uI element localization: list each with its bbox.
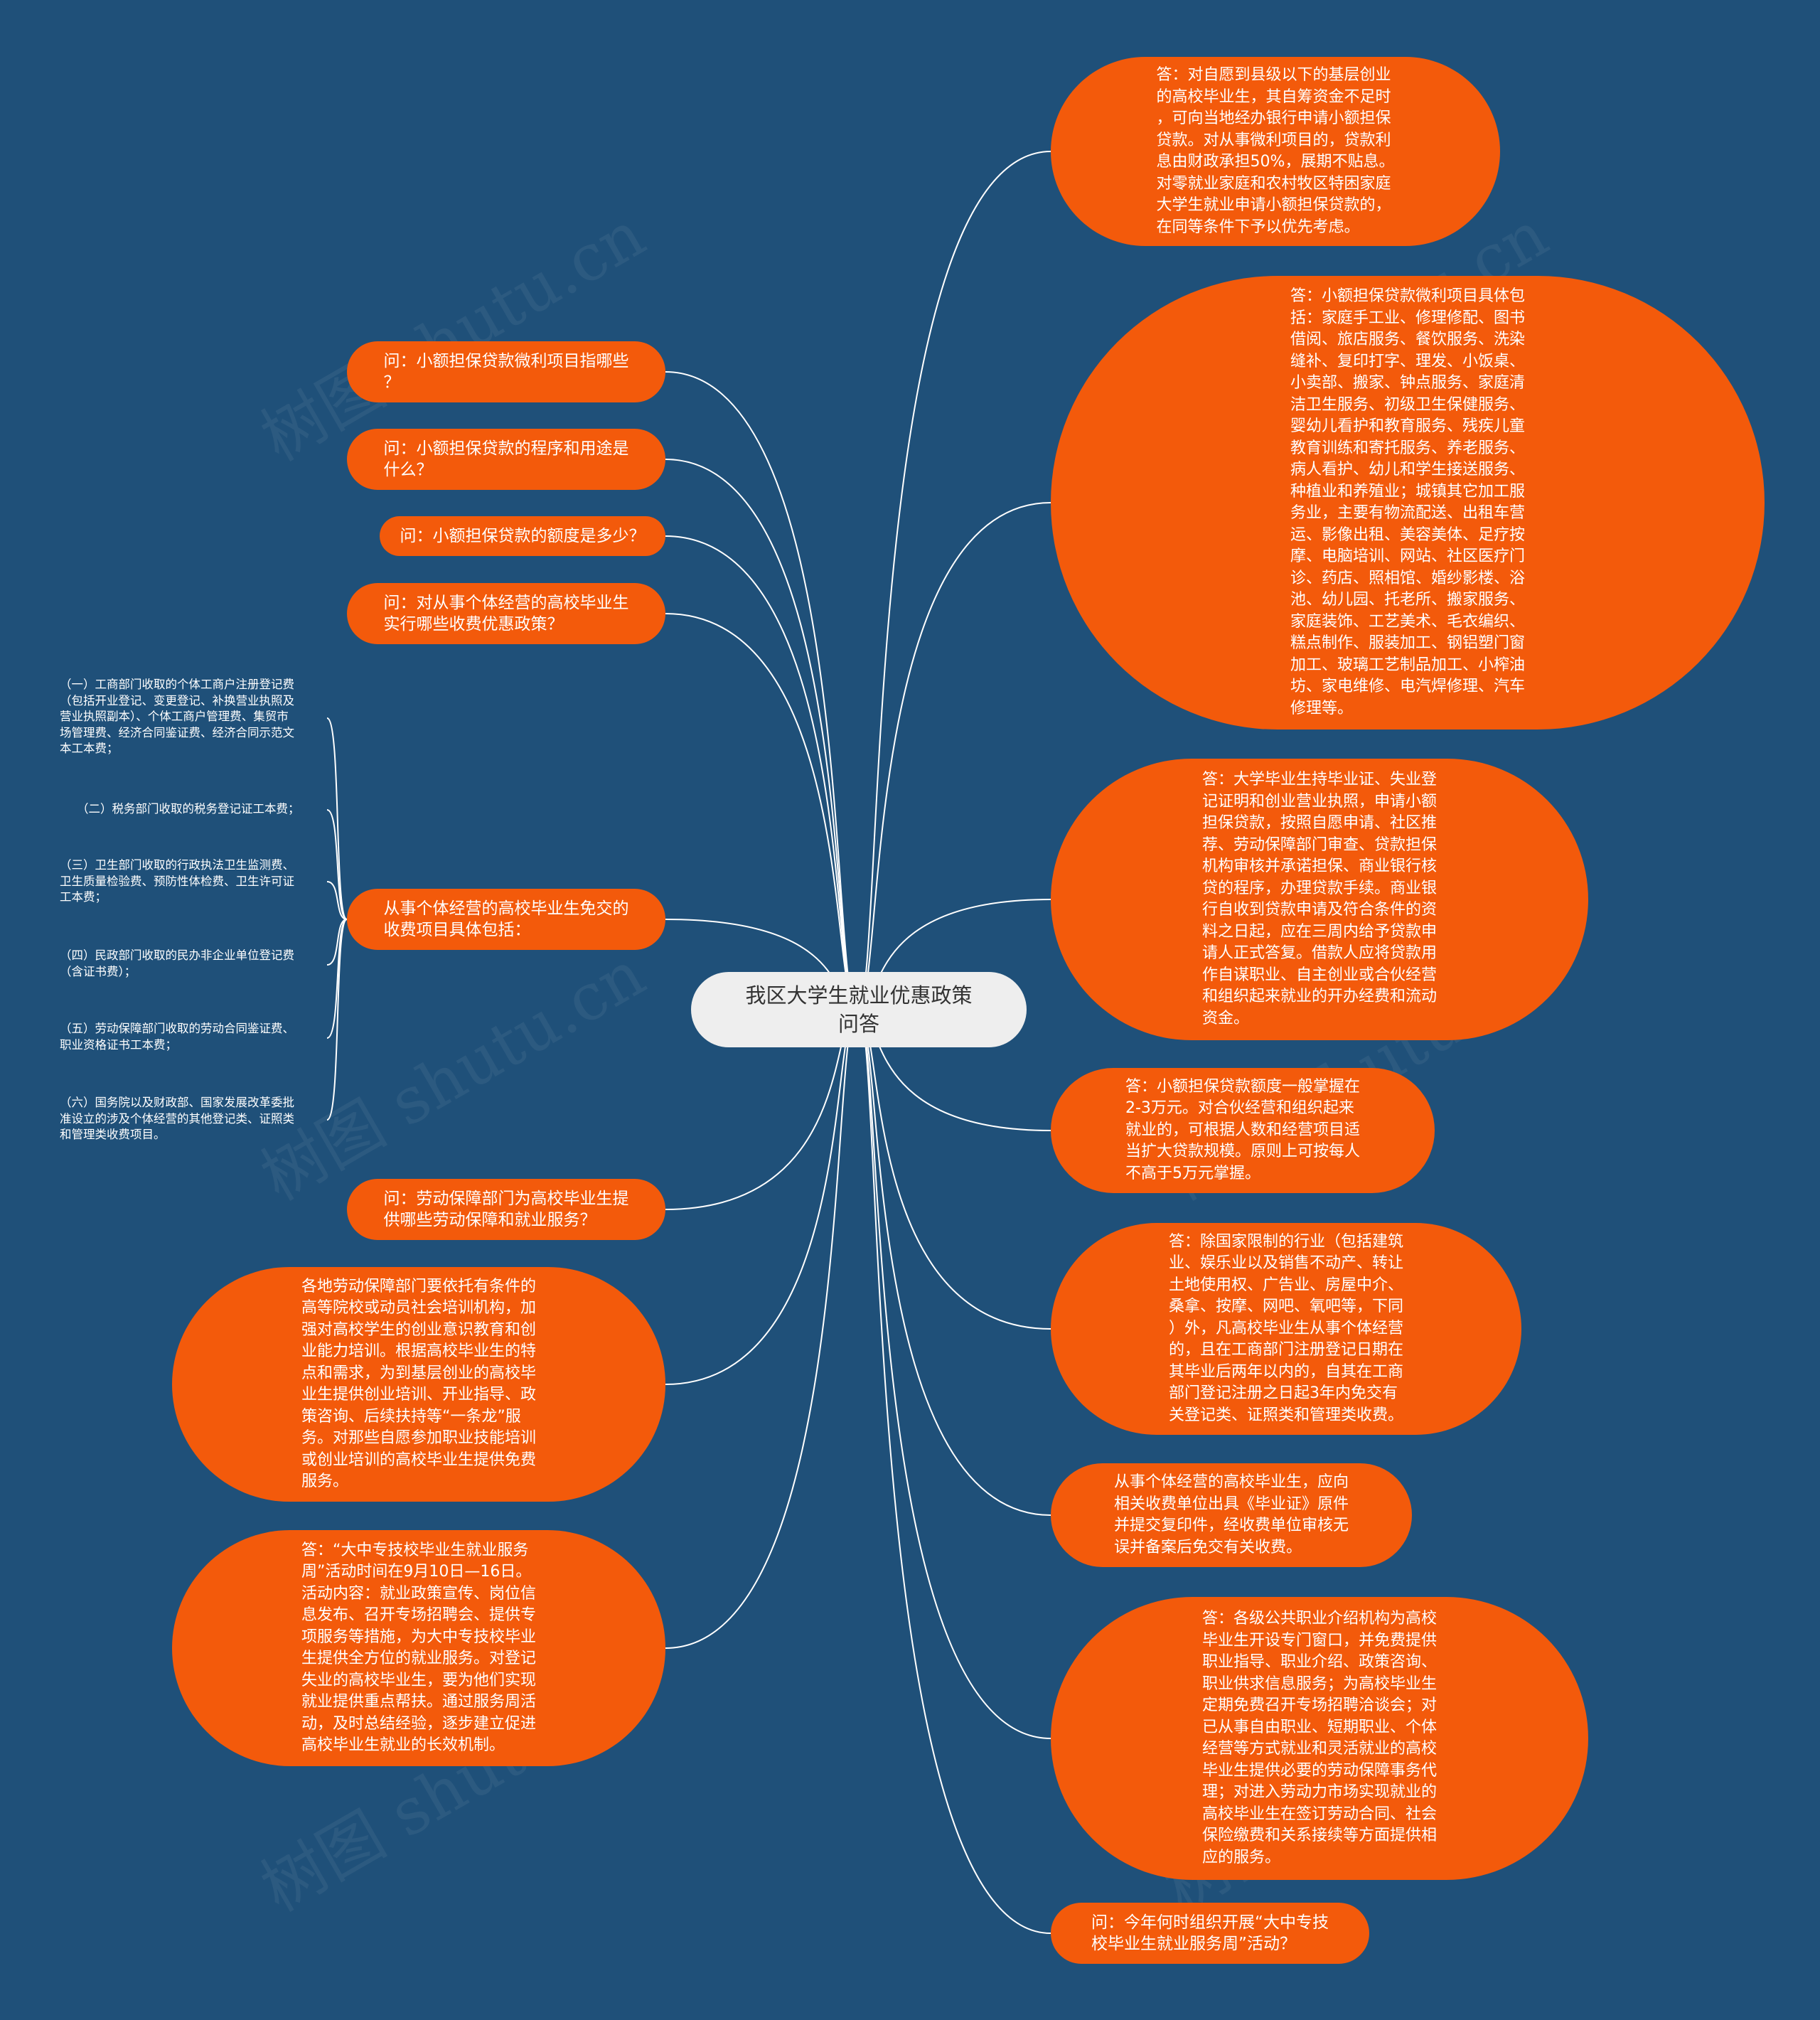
answer-text: 从事个体经营的高校毕业生，应向 相关收费单位出具《毕业证》原件 并提交复印件，经… [1113,1473,1349,1556]
answer-text: 答：小额担保贷款微利项目具体包 括：家庭手工业、修理修配、图书 借阅、旅店服务、… [1290,287,1525,717]
answer-node[interactable]: 答：除国家限制的行业（包括建筑 业、娱乐业以及销售不动产、转让 土地使用权、广告… [1051,1223,1521,1435]
answer-node[interactable]: 答：小额担保贷款微利项目具体包 括：家庭手工业、修理修配、图书 借阅、旅店服务、… [1051,276,1765,730]
connector-line [665,1009,858,1649]
bracket-line [326,919,348,1039]
fee-item: （四）民政部门收取的民办非企业单位登记费 （含证书费）； [60,948,294,978]
bracket-line [326,809,348,920]
fee-item: （五）劳动保障部门收取的劳动合同鉴证费、 职业资格证书工本费； [60,1022,294,1052]
connector-line [857,1009,1051,1934]
fee-items-text: 从事个体经营的高校毕业生免交的 收费项目具体包括： [383,899,629,939]
question-node[interactable]: 问：小额担保贷款的程序和用途是 什么？ [347,429,665,490]
question-node[interactable]: 问：今年何时组织开展“大中专技 校毕业生就业服务周”活动？ [1051,1903,1369,1964]
bracket-line [326,717,348,920]
answer-node[interactable]: 各地劳动保障部门要依托有条件的 高等院校或动员社会培训机构，加 强对高校学生的创… [172,1267,665,1502]
connector-line [665,1009,858,1385]
question-node[interactable]: 问：小额担保贷款微利项目指哪些 ？ [347,341,665,402]
fee-item: （一）工商部门收取的个体工商户注册登记费 （包括开业登记、变更登记、补换营业执照… [60,678,294,755]
answer-node[interactable]: 答：对自愿到县级以下的基层创业 的高校毕业生，其自筹资金不足时 ，可向当地经办银… [1051,57,1500,246]
answer-text: 答：大学毕业生持毕业证、失业登 记证明和创业营业执照，申请小额 担保贷款，按照自… [1201,771,1437,1027]
fee-items-node[interactable]: 从事个体经营的高校毕业生免交的 收费项目具体包括： [347,889,665,950]
connector-line [857,151,1051,1010]
question-node[interactable]: 问：劳动保障部门为高校毕业生提 供哪些劳动保障和就业服务？ [347,1179,665,1240]
fee-item: （二）税务部门收取的税务登记证工本费； [77,802,300,816]
bracket-line [326,919,348,1121]
connector-line [665,459,858,1010]
fee-item: （六）国务院以及财政部、国家发展改革委批 准设立的涉及个体经营的其他登记类、证照… [60,1096,294,1141]
connector-line [857,1009,1051,1739]
question-text: 问：小额担保贷款微利项目指哪些 ？ [383,352,629,392]
connector-line [665,371,858,1010]
question-text: 问：对从事个体经营的高校毕业生 实行哪些收费优惠政策？ [383,594,629,634]
center-topic[interactable]: 我区大学生就业优惠政策 问答 [691,972,1027,1047]
answer-node[interactable]: 答：各级公共职业介绍机构为高校 毕业生开设专门窗口，并免费提供 职业指导、职业介… [1051,1597,1588,1880]
question-text: 问：今年何时组织开展“大中专技 校毕业生就业服务周”活动？ [1091,1913,1329,1953]
answer-node[interactable]: 答：大学毕业生持毕业证、失业登 记证明和创业营业执照，申请小额 担保贷款，按照自… [1051,759,1588,1040]
answer-text: 各地劳动保障部门要依托有条件的 高等院校或动员社会培训机构，加 强对高校学生的创… [301,1277,536,1491]
answer-text: 答：各级公共职业介绍机构为高校 毕业生开设专门窗口，并免费提供 职业指导、职业介… [1201,1610,1437,1866]
connector-line [857,1009,1051,1330]
question-node[interactable]: 问：小额担保贷款的额度是多少？ [380,516,665,556]
answer-node[interactable]: 从事个体经营的高校毕业生，应向 相关收费单位出具《毕业证》原件 并提交复印件，经… [1051,1463,1412,1567]
connector-line [857,502,1051,1010]
answer-text: 答：小额担保贷款额度一般掌握在 2-3万元。对合伙经营和组织起来 就业的，可根据… [1125,1077,1360,1182]
question-text: 问：劳动保障部门为高校毕业生提 供哪些劳动保障和就业服务？ [383,1190,629,1229]
question-text: 问：小额担保贷款的额度是多少？ [400,527,646,545]
question-text: 问：小额担保贷款的程序和用途是 什么？ [383,439,629,479]
answer-text: 答：对自愿到县级以下的基层创业 的高校毕业生，其自筹资金不足时 ，可向当地经办银… [1156,66,1395,236]
answer-text: 答：“大中专技校毕业生就业服务 周”活动时间在9月10日—16日。 活动内容：就… [301,1541,536,1755]
answer-text: 答：除国家限制的行业（包括建筑 业、娱乐业以及销售不动产、转让 土地使用权、广告… [1168,1232,1403,1424]
center-topic-label: 我区大学生就业优惠政策 问答 [745,983,973,1036]
answer-node[interactable]: 答：“大中专技校毕业生就业服务 周”活动时间在9月10日—16日。 活动内容：就… [172,1530,665,1766]
connector-line [857,1009,1051,1516]
bracket-line [326,919,348,966]
question-node[interactable]: 问：对从事个体经营的高校毕业生 实行哪些收费优惠政策？ [347,583,665,644]
answer-node[interactable]: 答：小额担保贷款额度一般掌握在 2-3万元。对合伙经营和组织起来 就业的，可根据… [1051,1068,1435,1193]
fee-item: （三）卫生部门收取的行政执法卫生监测费、 卫生质量检验费、预防性体检费、卫生许可… [60,858,294,904]
bracket-line [326,881,348,920]
